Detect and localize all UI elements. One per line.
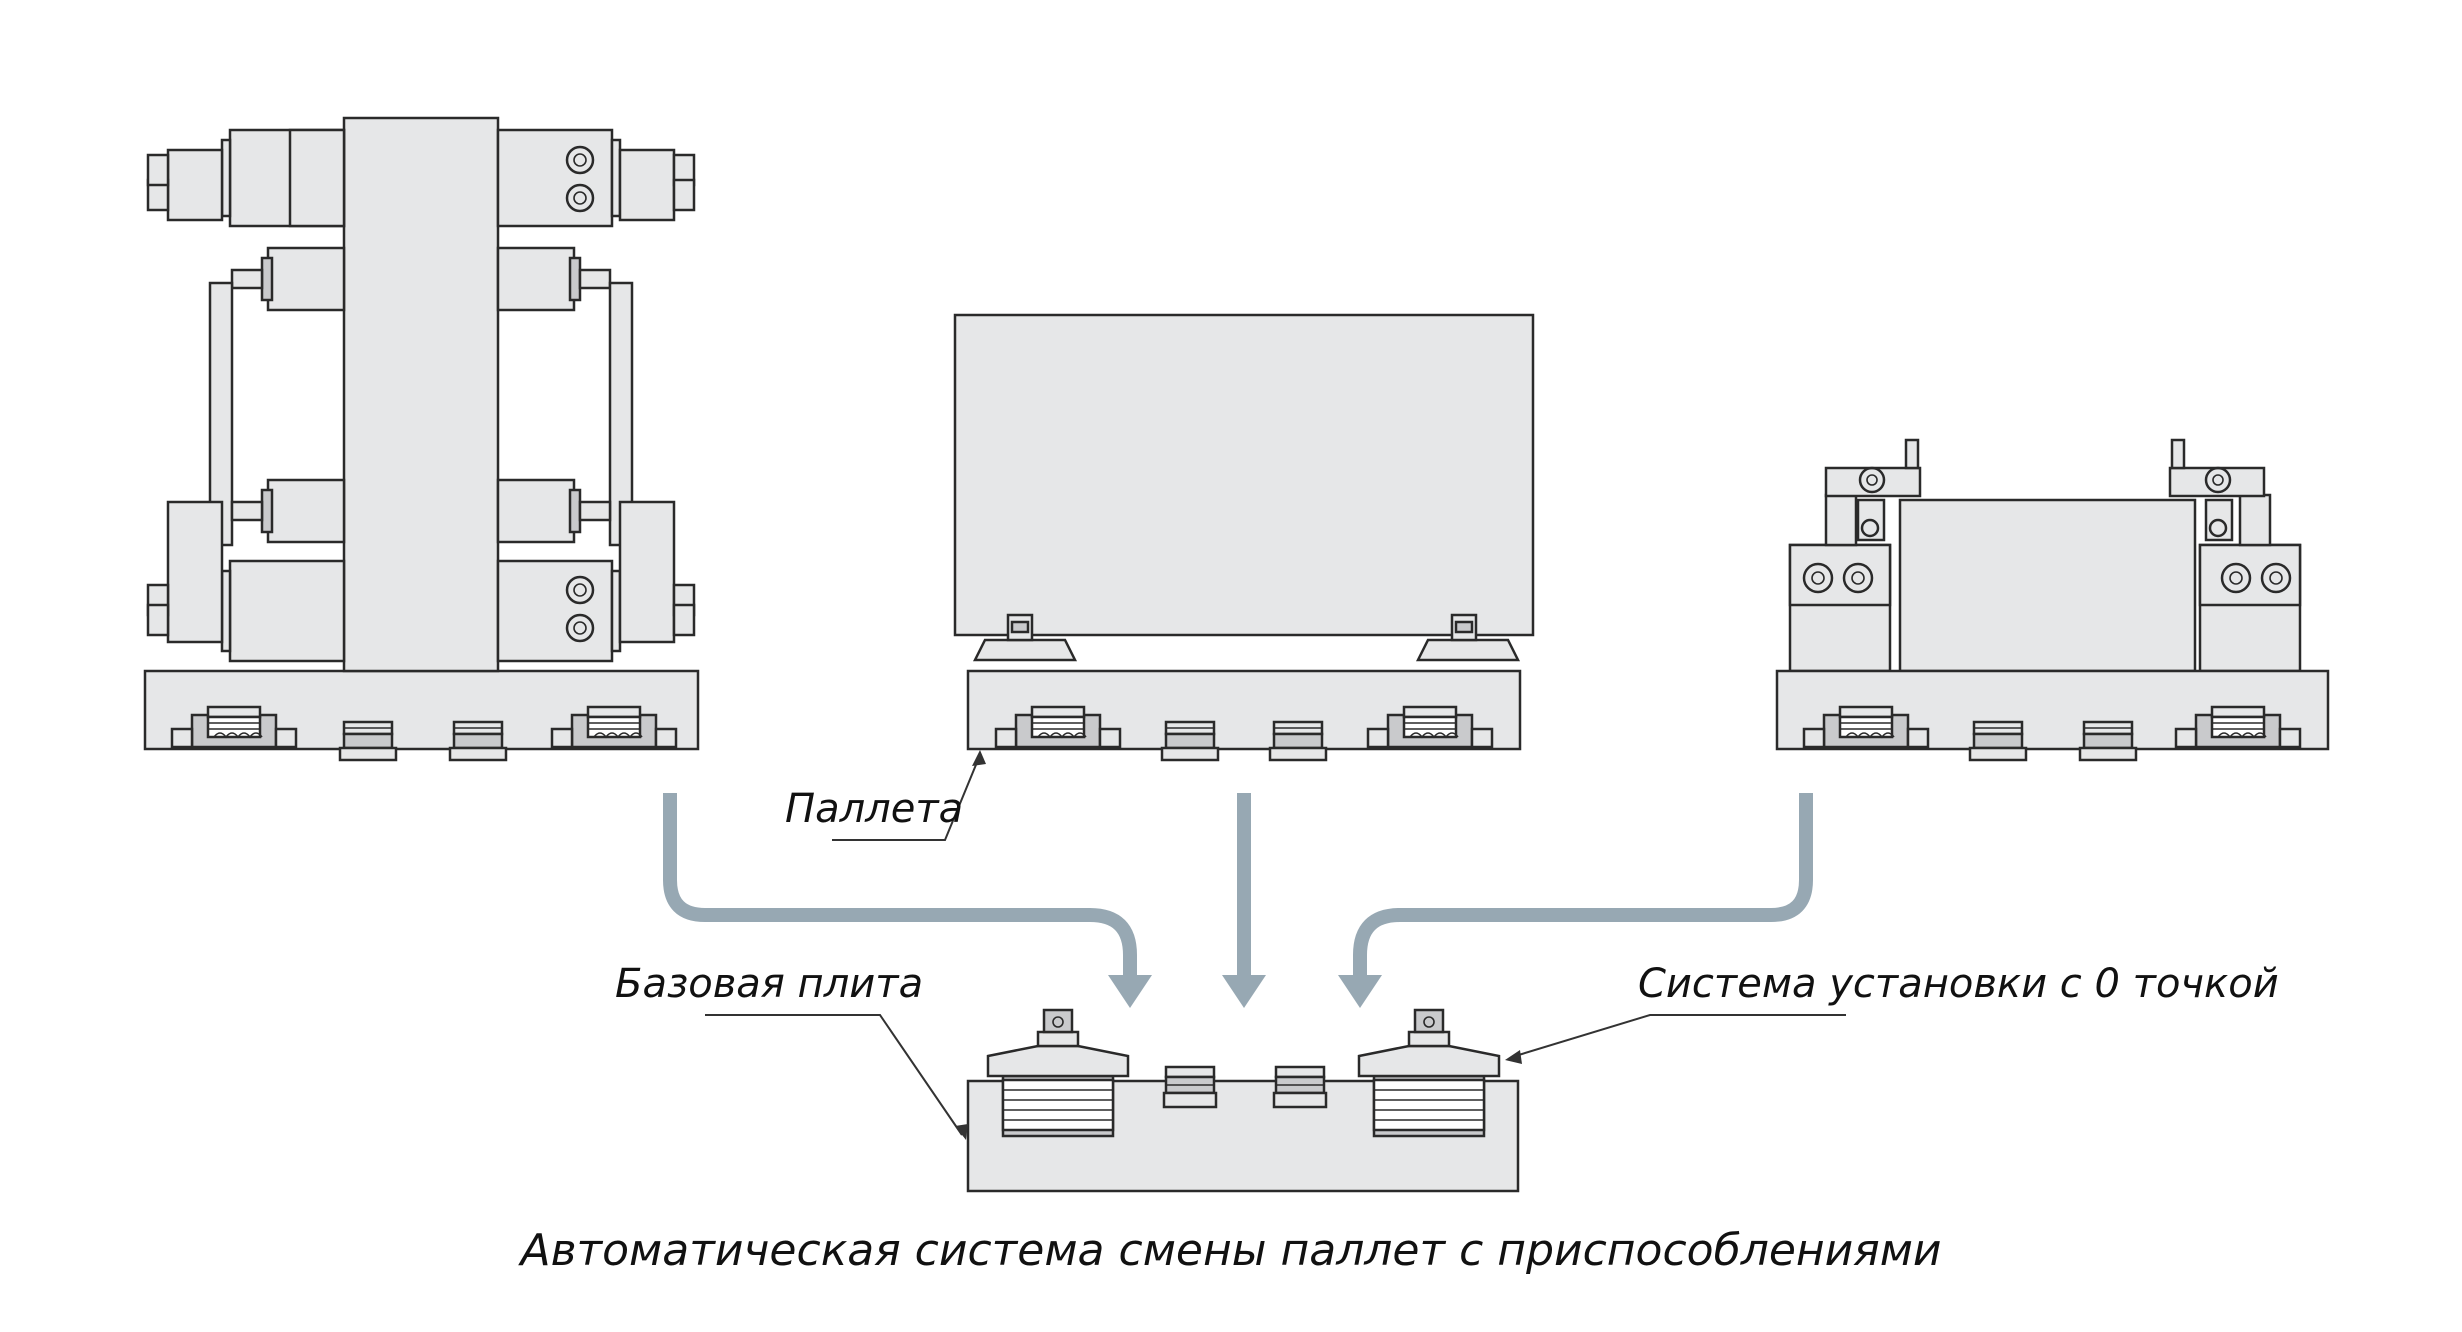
arrow-left (663, 793, 1137, 975)
base-plate (966, 1008, 1520, 1193)
tombstone-fixture (143, 116, 700, 762)
clamp-fixture (1775, 438, 2330, 762)
arrow-middle-head (1222, 975, 1266, 1008)
zero-point-system-label: Система установки с 0 точкой (1638, 961, 2279, 1007)
leader-lines (705, 750, 1846, 1140)
base-plate-label: Базовая плита (615, 961, 923, 1007)
pallet-with-workpiece (953, 313, 1535, 762)
caption: Автоматическая система смены паллет с пр… (517, 1225, 1941, 1276)
arrow-left-head (1108, 975, 1152, 1008)
pallet-label: Паллета (785, 786, 963, 832)
arrow-right-head (1338, 975, 1382, 1008)
flow-arrows (663, 793, 1813, 1008)
arrow-right (1353, 793, 1813, 975)
